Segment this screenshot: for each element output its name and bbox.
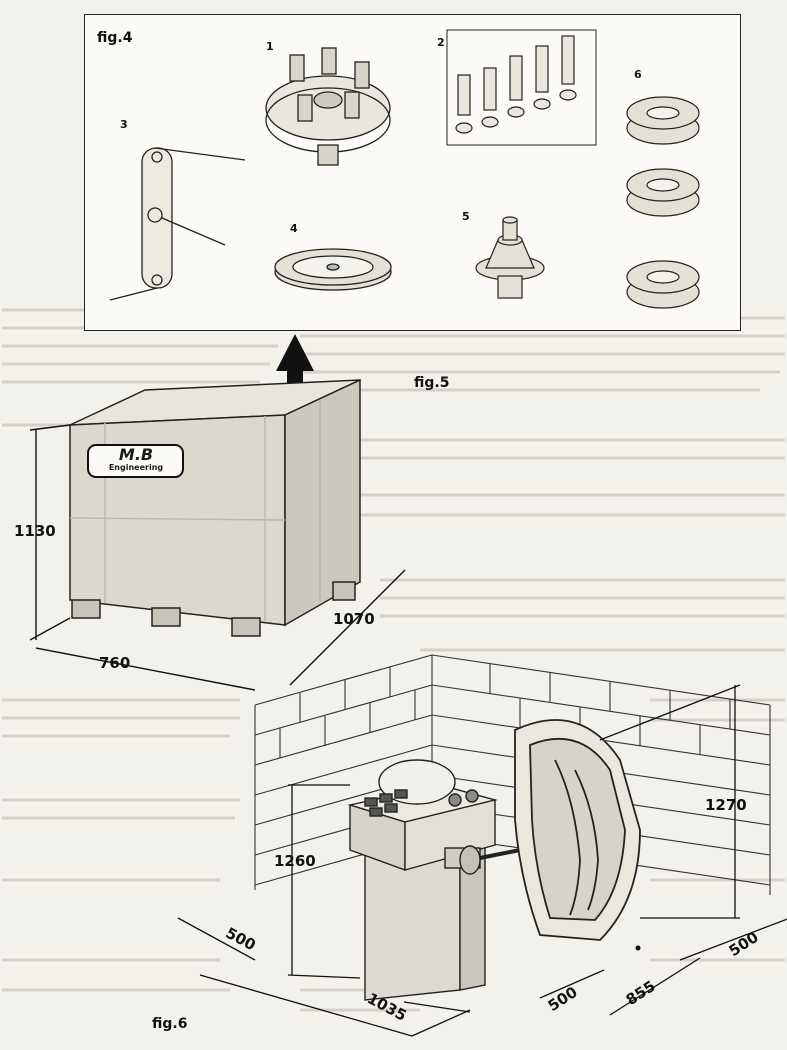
brand-logo: M.B Engineering — [92, 447, 180, 473]
flange-rings — [626, 96, 700, 309]
callout-2: 2 — [437, 36, 445, 49]
callout-6: 6 — [634, 68, 642, 81]
callout-5: 5 — [462, 210, 470, 223]
callout-1: 1 — [266, 40, 274, 53]
pressure-plate — [274, 248, 392, 291]
callout-4: 4 — [290, 222, 298, 235]
callout-3: 3 — [120, 118, 128, 131]
crate-width-label: 760 — [99, 654, 131, 672]
cone-set — [446, 29, 597, 146]
flange-clamp-assembly — [265, 47, 391, 166]
guard-height-label: 1270 — [705, 796, 747, 814]
crate-height-label: 1130 — [14, 522, 56, 540]
fig6-label: fig.6 — [152, 1016, 188, 1032]
spanner-tool — [109, 147, 246, 301]
fig4-label: fig.4 — [97, 30, 133, 46]
machine-height-label: 1260 — [274, 852, 316, 870]
brand-logo-tagline: Engineering — [108, 463, 164, 472]
stacked-cone — [475, 216, 545, 299]
crate-depth-label: 1070 — [333, 610, 375, 628]
brand-logo-name: M.B — [118, 445, 154, 464]
fig5-label: fig.5 — [414, 375, 450, 391]
